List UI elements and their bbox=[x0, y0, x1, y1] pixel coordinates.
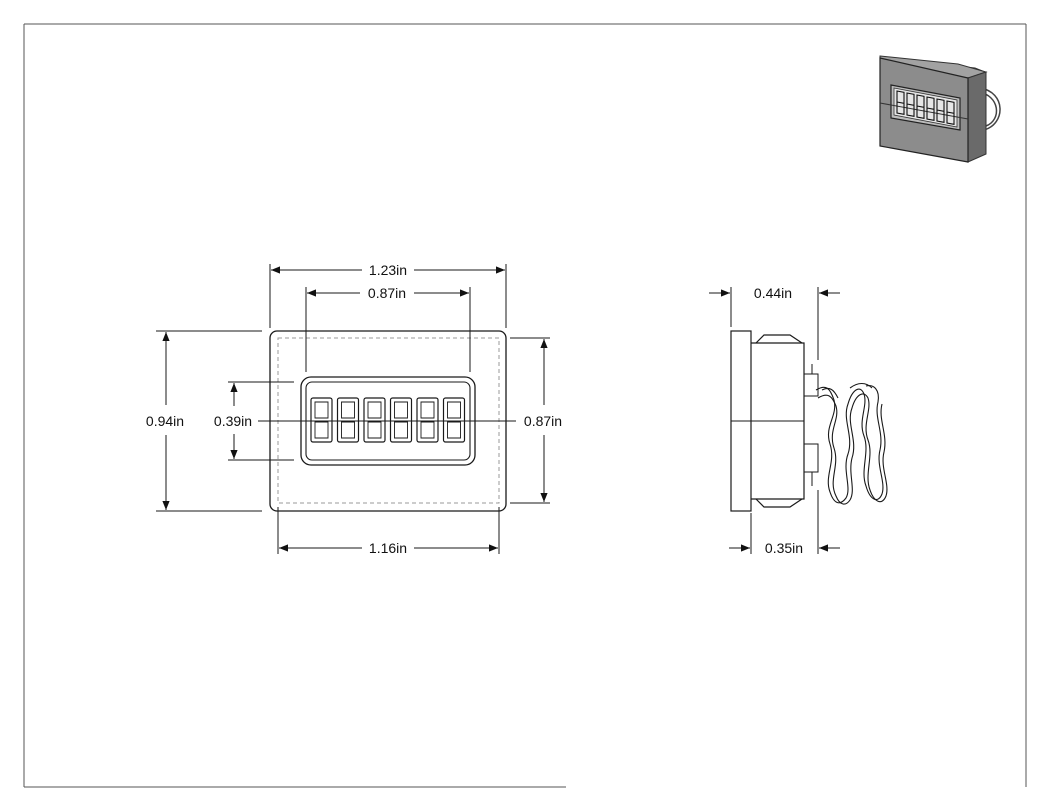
display-digit bbox=[310, 397, 333, 443]
display-digit bbox=[363, 397, 386, 443]
side-terminal-top bbox=[803, 373, 819, 397]
dim-overall-height: 0.94in bbox=[146, 413, 184, 429]
dim-window-width: 0.87in bbox=[368, 285, 406, 301]
side-terminal-bottom bbox=[803, 443, 819, 473]
side-clip-bottom bbox=[755, 498, 803, 508]
dim-overall-depth: 0.44in bbox=[754, 285, 792, 301]
display-digits bbox=[310, 397, 466, 443]
dim-window-height: 0.39in bbox=[214, 413, 252, 429]
dim-body-height: 0.87in bbox=[524, 413, 562, 429]
isometric-digits bbox=[896, 90, 955, 125]
display-digit bbox=[336, 397, 360, 443]
isometric-preview bbox=[879, 55, 1001, 163]
dim-body-width: 1.16in bbox=[369, 540, 407, 556]
front-dimensions bbox=[156, 264, 550, 554]
side-clip-top bbox=[755, 334, 803, 344]
display-digit bbox=[389, 397, 413, 443]
wire-bundle bbox=[815, 382, 888, 505]
dim-body-depth: 0.35in bbox=[765, 540, 803, 556]
side-view bbox=[730, 330, 819, 512]
sheet-border bbox=[23, 23, 1027, 788]
display-digit bbox=[442, 397, 466, 443]
dim-overall-width: 1.23in bbox=[369, 262, 407, 278]
side-dimensions bbox=[709, 287, 840, 554]
display-digit bbox=[416, 397, 439, 443]
